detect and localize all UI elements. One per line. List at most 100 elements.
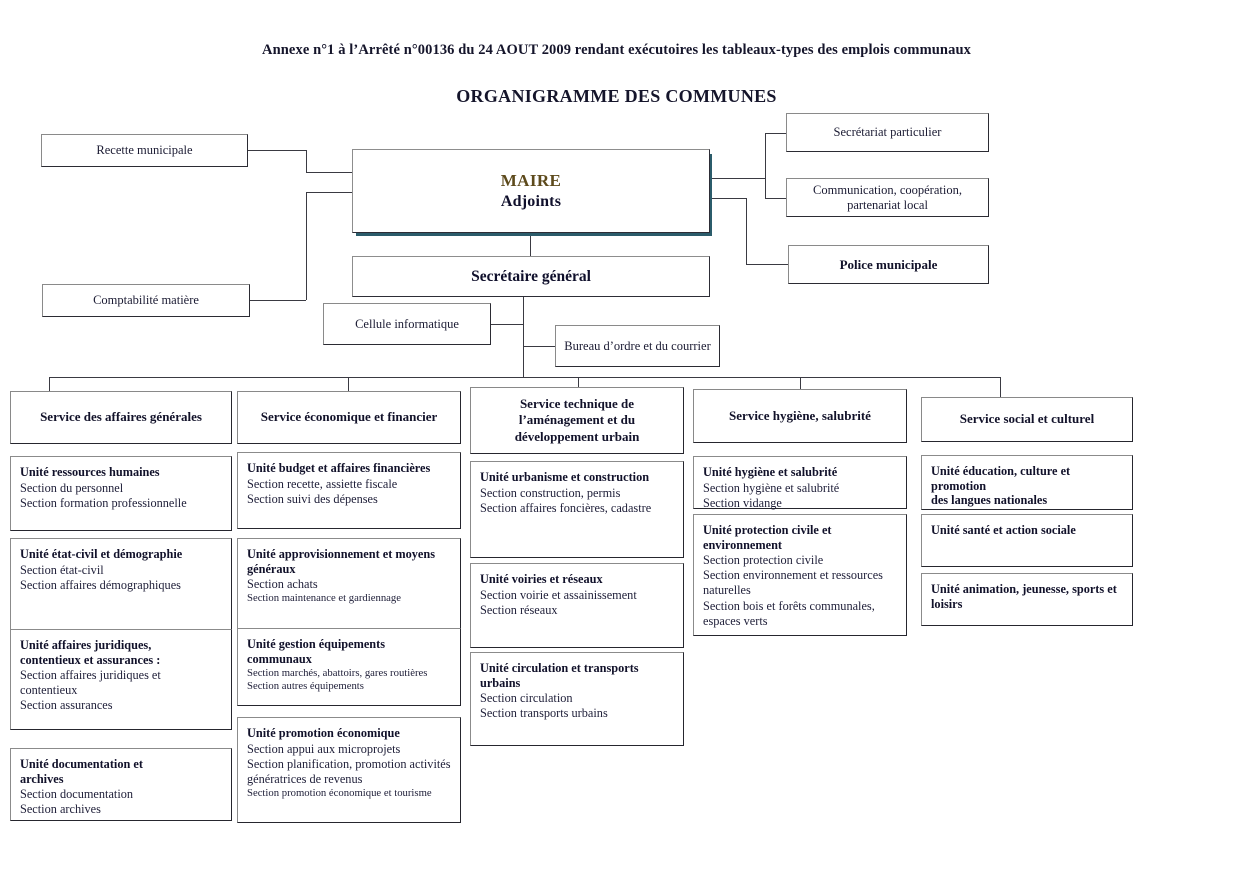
- unit-section-line: Section vidange: [703, 495, 782, 510]
- box-cellule-informatique[interactable]: Cellule informatique: [323, 303, 491, 345]
- service-header-affaires-generales[interactable]: Service des affaires générales: [10, 391, 232, 444]
- service-header-social-culturel[interactable]: Service social et culturel: [921, 397, 1133, 442]
- connector-sg-trunk: [523, 297, 524, 378]
- connector-maire-right-v: [765, 133, 766, 199]
- unit-section-line: Section bois et forêts communales,: [703, 598, 875, 613]
- unit-section-line: Section affaires foncières, cadastre: [480, 500, 652, 515]
- unit-section-line: Section maintenance et gardiennage: [247, 592, 402, 605]
- document-title: Annexe n°1 à l’Arrêté n°00136 du 24 AOUT…: [262, 42, 971, 58]
- box-comptabilite-matiere[interactable]: Comptabilité matière: [42, 284, 250, 317]
- service-header-label: Service économique et financier: [260, 409, 438, 425]
- connector-comptabilite-v: [306, 192, 307, 300]
- box-communication-cooperation[interactable]: Communication, coopération, partenariat …: [786, 178, 989, 217]
- drop-service-4: [800, 377, 801, 393]
- connector-comptabilite-h1: [250, 300, 306, 301]
- unit-section-line: Section construction, permis: [480, 485, 621, 500]
- unit-title: Unité voiries et réseaux: [480, 572, 603, 586]
- connector-police-v: [746, 198, 747, 265]
- secretariat-particulier-label: Secrétariat particulier: [833, 125, 942, 139]
- unit-title: Unité état-civil et démographie: [20, 547, 183, 561]
- secretaire-general-label: Secrétaire général: [471, 267, 591, 285]
- unit-section-line: Section suivi des dépenses: [247, 491, 378, 506]
- unit-section-line: Section protection civile: [703, 553, 824, 567]
- connector-comptabilite-h2: [306, 192, 353, 193]
- connector-recette-h2: [306, 172, 353, 173]
- unit-section-line: Section transports urbains: [480, 706, 608, 721]
- connector-maire-sg: [530, 233, 531, 257]
- connector-communication-h: [765, 198, 786, 199]
- unit-section-line: Section planification, promotion activit…: [247, 756, 451, 771]
- drop-service-1: [49, 377, 50, 393]
- unit-box-affaires-generales-3[interactable]: Unité affaires juridiques,contentieux et…: [10, 629, 232, 730]
- communication-label-line2: partenariat local: [847, 197, 928, 212]
- connector-police-h2: [746, 264, 789, 265]
- unit-section-line: Section appui aux microprojets: [247, 741, 401, 756]
- unit-section-line: contentieux: [20, 683, 78, 698]
- drop-service-2: [348, 377, 349, 393]
- communication-label-line1: Communication, coopération,: [813, 182, 962, 197]
- cellule-informatique-label: Cellule informatique: [355, 316, 459, 331]
- service-header-economique-financier[interactable]: Service économique et financier: [237, 391, 461, 444]
- connector-recette-h1: [248, 150, 306, 151]
- connector-secretariat-h: [765, 133, 786, 134]
- unit-title: Unité hygiène et salubrité: [703, 465, 838, 479]
- box-police-municipale[interactable]: Police municipale: [788, 245, 989, 284]
- unit-section-line: Section environnement et ressources: [703, 568, 883, 583]
- unit-section-line: Section affaires juridiques et: [20, 668, 161, 682]
- unit-section-line: Section voirie et assainissement: [480, 587, 637, 602]
- service-bus: [49, 377, 1001, 378]
- unit-section-line: Section autres équipements: [247, 679, 364, 692]
- box-secretaire-general[interactable]: Secrétaire général: [352, 256, 710, 297]
- box-bureau-ordre-courrier[interactable]: Bureau d’ordre et du courrier: [555, 325, 720, 367]
- unit-section-line: Section du personnel: [20, 480, 124, 495]
- connector-bureau-ordre: [523, 346, 555, 347]
- maire-label: MAIRE: [500, 171, 562, 190]
- unit-section-line: Section circulation: [480, 691, 573, 705]
- service-header-hygiene-salubrite[interactable]: Service hygiène, salubrité: [693, 389, 907, 443]
- box-recette-municipale[interactable]: Recette municipale: [41, 134, 248, 167]
- unit-box-social-culturel-2[interactable]: Unité santé et action sociale: [921, 514, 1133, 567]
- unit-title: Unité santé et action sociale: [931, 523, 1076, 537]
- unit-section-line: Section hygiène et salubrité: [703, 480, 840, 495]
- unit-section-line: Section marchés, abattoirs, gares routiè…: [247, 667, 428, 679]
- unit-section-line: Section état-civil: [20, 562, 104, 577]
- unit-section-line: Section réseaux: [480, 602, 558, 617]
- unit-section-line: Section formation professionnelle: [20, 495, 187, 510]
- box-secretariat-particulier[interactable]: Secrétariat particulier: [786, 113, 989, 152]
- bureau-ordre-label: Bureau d’ordre et du courrier: [564, 338, 711, 353]
- adjoints-label: Adjoints: [500, 193, 562, 210]
- connector-maire-right-h: [711, 178, 766, 179]
- comptabilite-label: Comptabilité matière: [93, 293, 199, 307]
- connector-police-h1: [711, 198, 747, 199]
- police-municipale-label: Police municipale: [839, 256, 938, 272]
- service-header-label: Service social et culturel: [959, 411, 1095, 427]
- unit-section-line: espaces verts: [703, 613, 768, 628]
- box-maire-adjoints[interactable]: MAIRE Adjoints: [352, 149, 710, 233]
- connector-recette-v: [306, 150, 307, 172]
- unit-section-line: Section archives: [20, 802, 101, 817]
- unit-section-line: Section documentation: [20, 787, 134, 801]
